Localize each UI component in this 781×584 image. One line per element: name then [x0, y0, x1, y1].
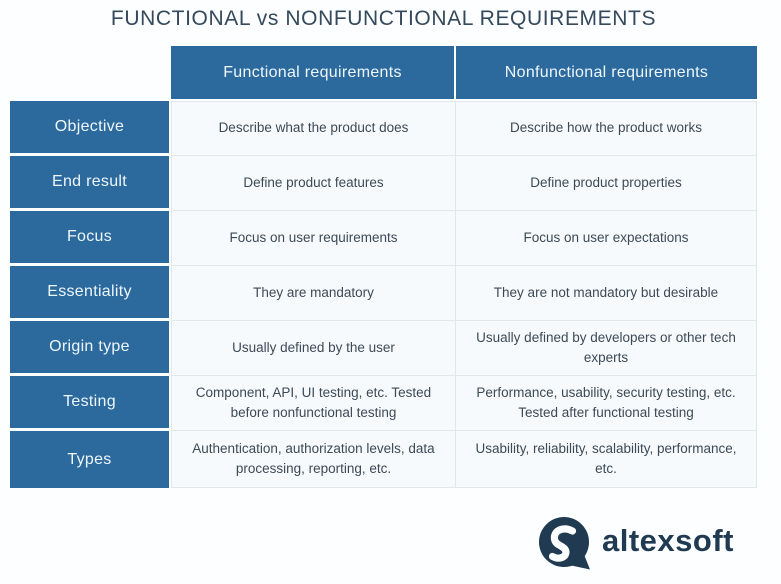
cell-origin-type-nonfunctional: Usually defined by developers or other t… — [456, 321, 757, 376]
row-header-types: Types — [10, 431, 171, 488]
cell-testing-nonfunctional: Performance, usability, security testing… — [456, 376, 757, 431]
cell-types-functional: Authentication, authorization levels, da… — [171, 431, 456, 488]
cell-types-nonfunctional: Usability, reliability, scalability, per… — [456, 431, 757, 488]
row-header-end-result: End result — [10, 156, 171, 211]
cell-objective-nonfunctional: Describe how the product works — [456, 101, 757, 156]
row-header-essentiality: Essentiality — [10, 266, 171, 321]
page-title: FUNCTIONAL vs NONFUNCTIONAL REQUIREMENTS — [110, 7, 657, 30]
comparison-table: Functional requirements Nonfunctional re… — [10, 46, 757, 488]
cell-end-result-nonfunctional: Define product properties — [456, 156, 757, 211]
altexsoft-logo-text: altexsoft — [602, 523, 734, 558]
row-header-origin-type: Origin type — [10, 321, 171, 376]
cell-end-result-functional: Define product features — [171, 156, 456, 211]
speech-bubble-s-icon — [539, 517, 590, 570]
altexsoft-logo: altexsoft — [537, 515, 734, 572]
cell-objective-functional: Describe what the product does — [171, 101, 456, 156]
cell-focus-nonfunctional: Focus on user expectations — [456, 211, 757, 266]
row-header-testing: Testing — [10, 376, 171, 431]
column-header-functional: Functional requirements — [171, 46, 456, 101]
cell-origin-type-functional: Usually defined by the user — [171, 321, 456, 376]
row-header-focus: Focus — [10, 211, 171, 266]
cell-focus-functional: Focus on user requirements — [171, 211, 456, 266]
cell-essentiality-nonfunctional: They are not mandatory but desirable — [456, 266, 757, 321]
cell-essentiality-functional: They are mandatory — [171, 266, 456, 321]
table-corner-spacer — [10, 46, 171, 101]
row-header-objective: Objective — [10, 101, 171, 156]
cell-testing-functional: Component, API, UI testing, etc. Tested … — [171, 376, 456, 431]
column-header-nonfunctional: Nonfunctional requirements — [456, 46, 757, 101]
